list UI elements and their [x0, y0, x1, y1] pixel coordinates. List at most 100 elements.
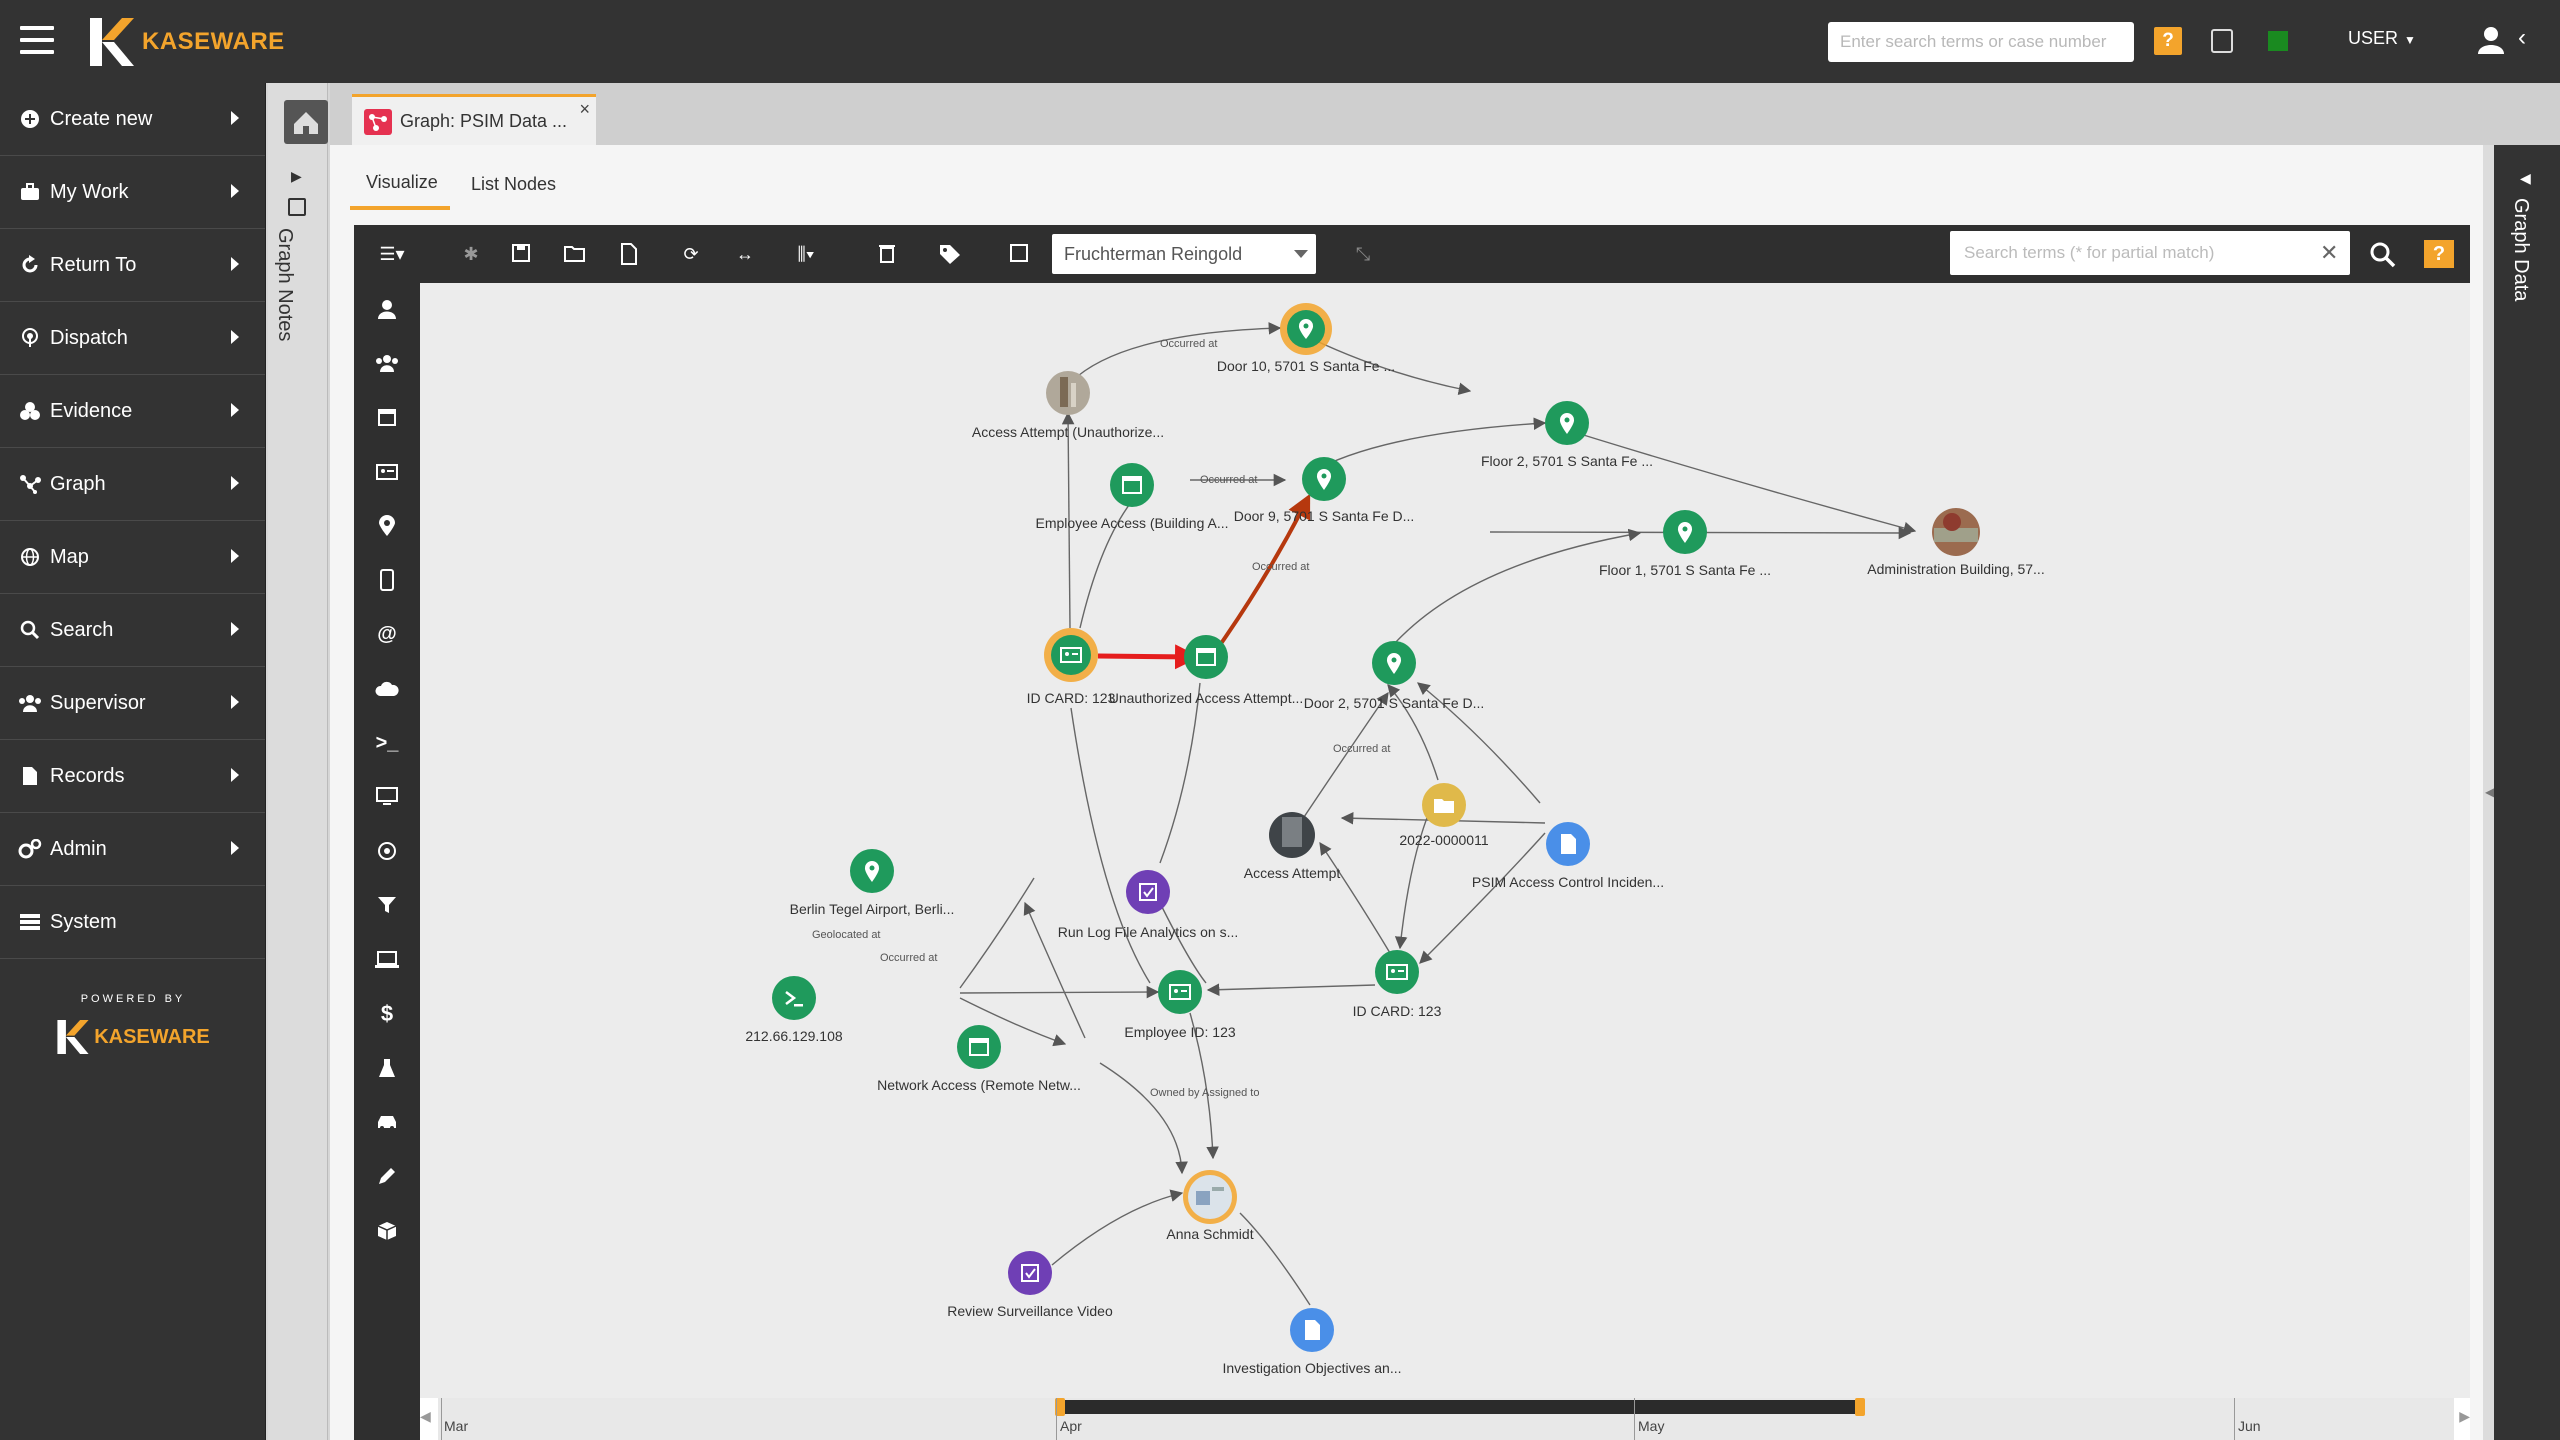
edge[interactable] — [1299, 691, 1389, 824]
monitor-node-icon[interactable] — [374, 784, 400, 810]
trash-icon[interactable] — [876, 243, 898, 265]
event-node[interactable]: Employee Access (Building A... — [1036, 463, 1229, 531]
sidebar-item-admin[interactable]: Admin — [0, 813, 265, 886]
photo-node[interactable]: Access Attempt — [1244, 812, 1341, 881]
location-node[interactable]: Door 9, 5701 S Santa Fe D... — [1234, 457, 1415, 524]
layout-select[interactable]: Fruchterman Reingold — [1052, 234, 1316, 274]
timeline[interactable]: ◀ Mar Apr May Jun ▶ — [420, 1398, 2470, 1440]
timeline-selected-range[interactable] — [1060, 1400, 1860, 1414]
edge[interactable] — [1239, 1212, 1311, 1306]
task-node[interactable]: Run Log File Analytics on s... — [1058, 870, 1239, 940]
photo-node[interactable]: Access Attempt (Unauthorize... — [972, 371, 1164, 440]
sidebar-item-return-to[interactable]: Return To — [0, 229, 265, 302]
timeline-right-icon[interactable]: ▶ — [2459, 1408, 2470, 1424]
caret-left-icon[interactable]: ◀ — [2520, 170, 2531, 186]
group-node-icon[interactable] — [374, 350, 400, 376]
timeline-left-icon[interactable]: ◀ — [420, 1408, 431, 1424]
person-node[interactable]: Anna Schmidt — [1166, 1170, 1254, 1242]
edge[interactable] — [1417, 682, 1541, 804]
document-node[interactable]: Investigation Objectives an... — [1223, 1308, 1402, 1376]
tab-visualize[interactable]: Visualize — [366, 172, 438, 192]
caret-left-icon[interactable]: ◀ — [2485, 785, 2495, 799]
select-box-icon[interactable] — [1008, 243, 1030, 265]
edge[interactable] — [959, 997, 1067, 1047]
global-search-input[interactable] — [1828, 22, 2134, 62]
help-icon[interactable]: ? — [2154, 27, 2182, 55]
location-node[interactable]: Floor 1, 5701 S Santa Fe ... — [1599, 510, 1771, 578]
id-card-node[interactable]: ID CARD: 123 — [1027, 628, 1116, 706]
sidebar-item-records[interactable]: Records — [0, 740, 265, 813]
edge[interactable] — [1387, 684, 1439, 781]
refresh-icon[interactable]: ⟳ — [683, 244, 699, 264]
filter-node-icon[interactable] — [374, 892, 400, 918]
edge[interactable] — [1051, 1189, 1184, 1266]
sidebar-item-search[interactable]: Search — [0, 594, 265, 667]
sidebar-item-map[interactable]: Map — [0, 521, 265, 594]
user-menu[interactable]: USER▼ — [2348, 28, 2416, 49]
target-node-icon[interactable] — [374, 838, 400, 864]
edge[interactable] — [1070, 707, 1151, 984]
pen-node-icon[interactable] — [374, 1163, 400, 1189]
id-card-node[interactable]: Employee ID: 123 — [1124, 970, 1236, 1040]
task-node[interactable]: Review Surveillance Video — [947, 1251, 1113, 1319]
hamburger-menu-icon[interactable] — [20, 26, 54, 56]
edge[interactable] — [1189, 1012, 1219, 1160]
timeline-track[interactable]: Mar Apr May Jun — [438, 1398, 2454, 1440]
export-pdf-icon[interactable] — [618, 243, 640, 265]
graph-canvas[interactable] — [420, 283, 2470, 1398]
contact-card-icon[interactable] — [2211, 29, 2233, 53]
email-node-icon[interactable]: @ — [377, 622, 397, 645]
edge[interactable] — [959, 877, 1035, 989]
highlighted-edge[interactable] — [1097, 644, 1200, 670]
graph-data-panel[interactable] — [2494, 145, 2560, 1440]
sidebar-item-evidence[interactable]: Evidence — [0, 375, 265, 448]
tab-graph-psim-data[interactable]: Graph: PSIM Data ... × — [352, 94, 596, 145]
graph-search-icon[interactable] — [2368, 240, 2398, 268]
edge[interactable] — [1319, 841, 1391, 954]
edge[interactable] — [1394, 528, 1642, 644]
calendar-node-icon[interactable] — [374, 404, 400, 430]
layout-settings-icon[interactable]: ⫼▾ — [797, 244, 815, 264]
location-node[interactable]: Floor 2, 5701 S Santa Fe ... — [1481, 401, 1653, 469]
edge[interactable] — [1061, 411, 1075, 629]
cloud-node-icon[interactable] — [374, 676, 400, 702]
graph-help-icon[interactable]: ? — [2424, 240, 2454, 268]
asterisk-icon[interactable]: ✱ — [463, 244, 479, 264]
laptop-node-icon[interactable] — [374, 947, 400, 973]
tab-close-icon[interactable]: × — [579, 99, 590, 119]
car-node-icon[interactable] — [374, 1109, 400, 1135]
case-node[interactable]: 2022-0000011 — [1399, 783, 1489, 848]
edge[interactable] — [1419, 832, 1546, 964]
sidebar-item-graph[interactable]: Graph — [0, 448, 265, 521]
dollar-node-icon[interactable]: $ — [380, 1001, 394, 1026]
graph-notes-label[interactable]: Graph Notes — [274, 228, 296, 342]
sidebar-item-my-work[interactable]: My Work — [0, 156, 265, 229]
event-node[interactable]: Unauthorized Access Attempt... — [1109, 635, 1304, 706]
event-node[interactable]: Network Access (Remote Netw... — [877, 1025, 1081, 1093]
user-avatar-icon[interactable] — [2478, 26, 2504, 54]
home-tab[interactable] — [284, 100, 328, 144]
edge[interactable] — [1159, 902, 1207, 984]
photo-node[interactable]: Administration Building, 57... — [1867, 508, 2045, 577]
id-card-node-icon[interactable] — [374, 459, 400, 485]
clear-search-icon[interactable]: ✕ — [2320, 240, 2339, 265]
graph-notes-panel[interactable] — [268, 83, 328, 1440]
timeline-start-handle[interactable] — [1055, 1398, 1065, 1416]
graph-data-collapse-strip[interactable] — [2483, 145, 2494, 1440]
edge[interactable] — [1099, 1062, 1188, 1175]
id-card-node[interactable]: ID CARD: 123 — [1353, 950, 1442, 1019]
person-node-icon[interactable] — [374, 296, 400, 322]
edge[interactable] — [1544, 422, 1917, 535]
graph-data-label[interactable]: Graph Data — [2510, 198, 2532, 302]
edge[interactable] — [1159, 682, 1201, 864]
phone-node-icon[interactable] — [374, 567, 400, 593]
timeline-end-handle[interactable] — [1855, 1398, 1865, 1416]
edge[interactable] — [959, 985, 1160, 999]
document-node[interactable]: PSIM Access Control Inciden... — [1472, 822, 1664, 890]
kaseware-logo[interactable]: KASEWARE — [88, 16, 285, 68]
edge[interactable] — [1079, 500, 1133, 629]
sidebar-item-supervisor[interactable]: Supervisor — [0, 667, 265, 740]
terminal-node-icon[interactable]: >_ — [375, 731, 399, 754]
location-node[interactable]: Door 2, 5701 S Santa Fe D... — [1304, 641, 1485, 711]
ip-node[interactable]: 212.66.129.108 — [745, 976, 843, 1044]
